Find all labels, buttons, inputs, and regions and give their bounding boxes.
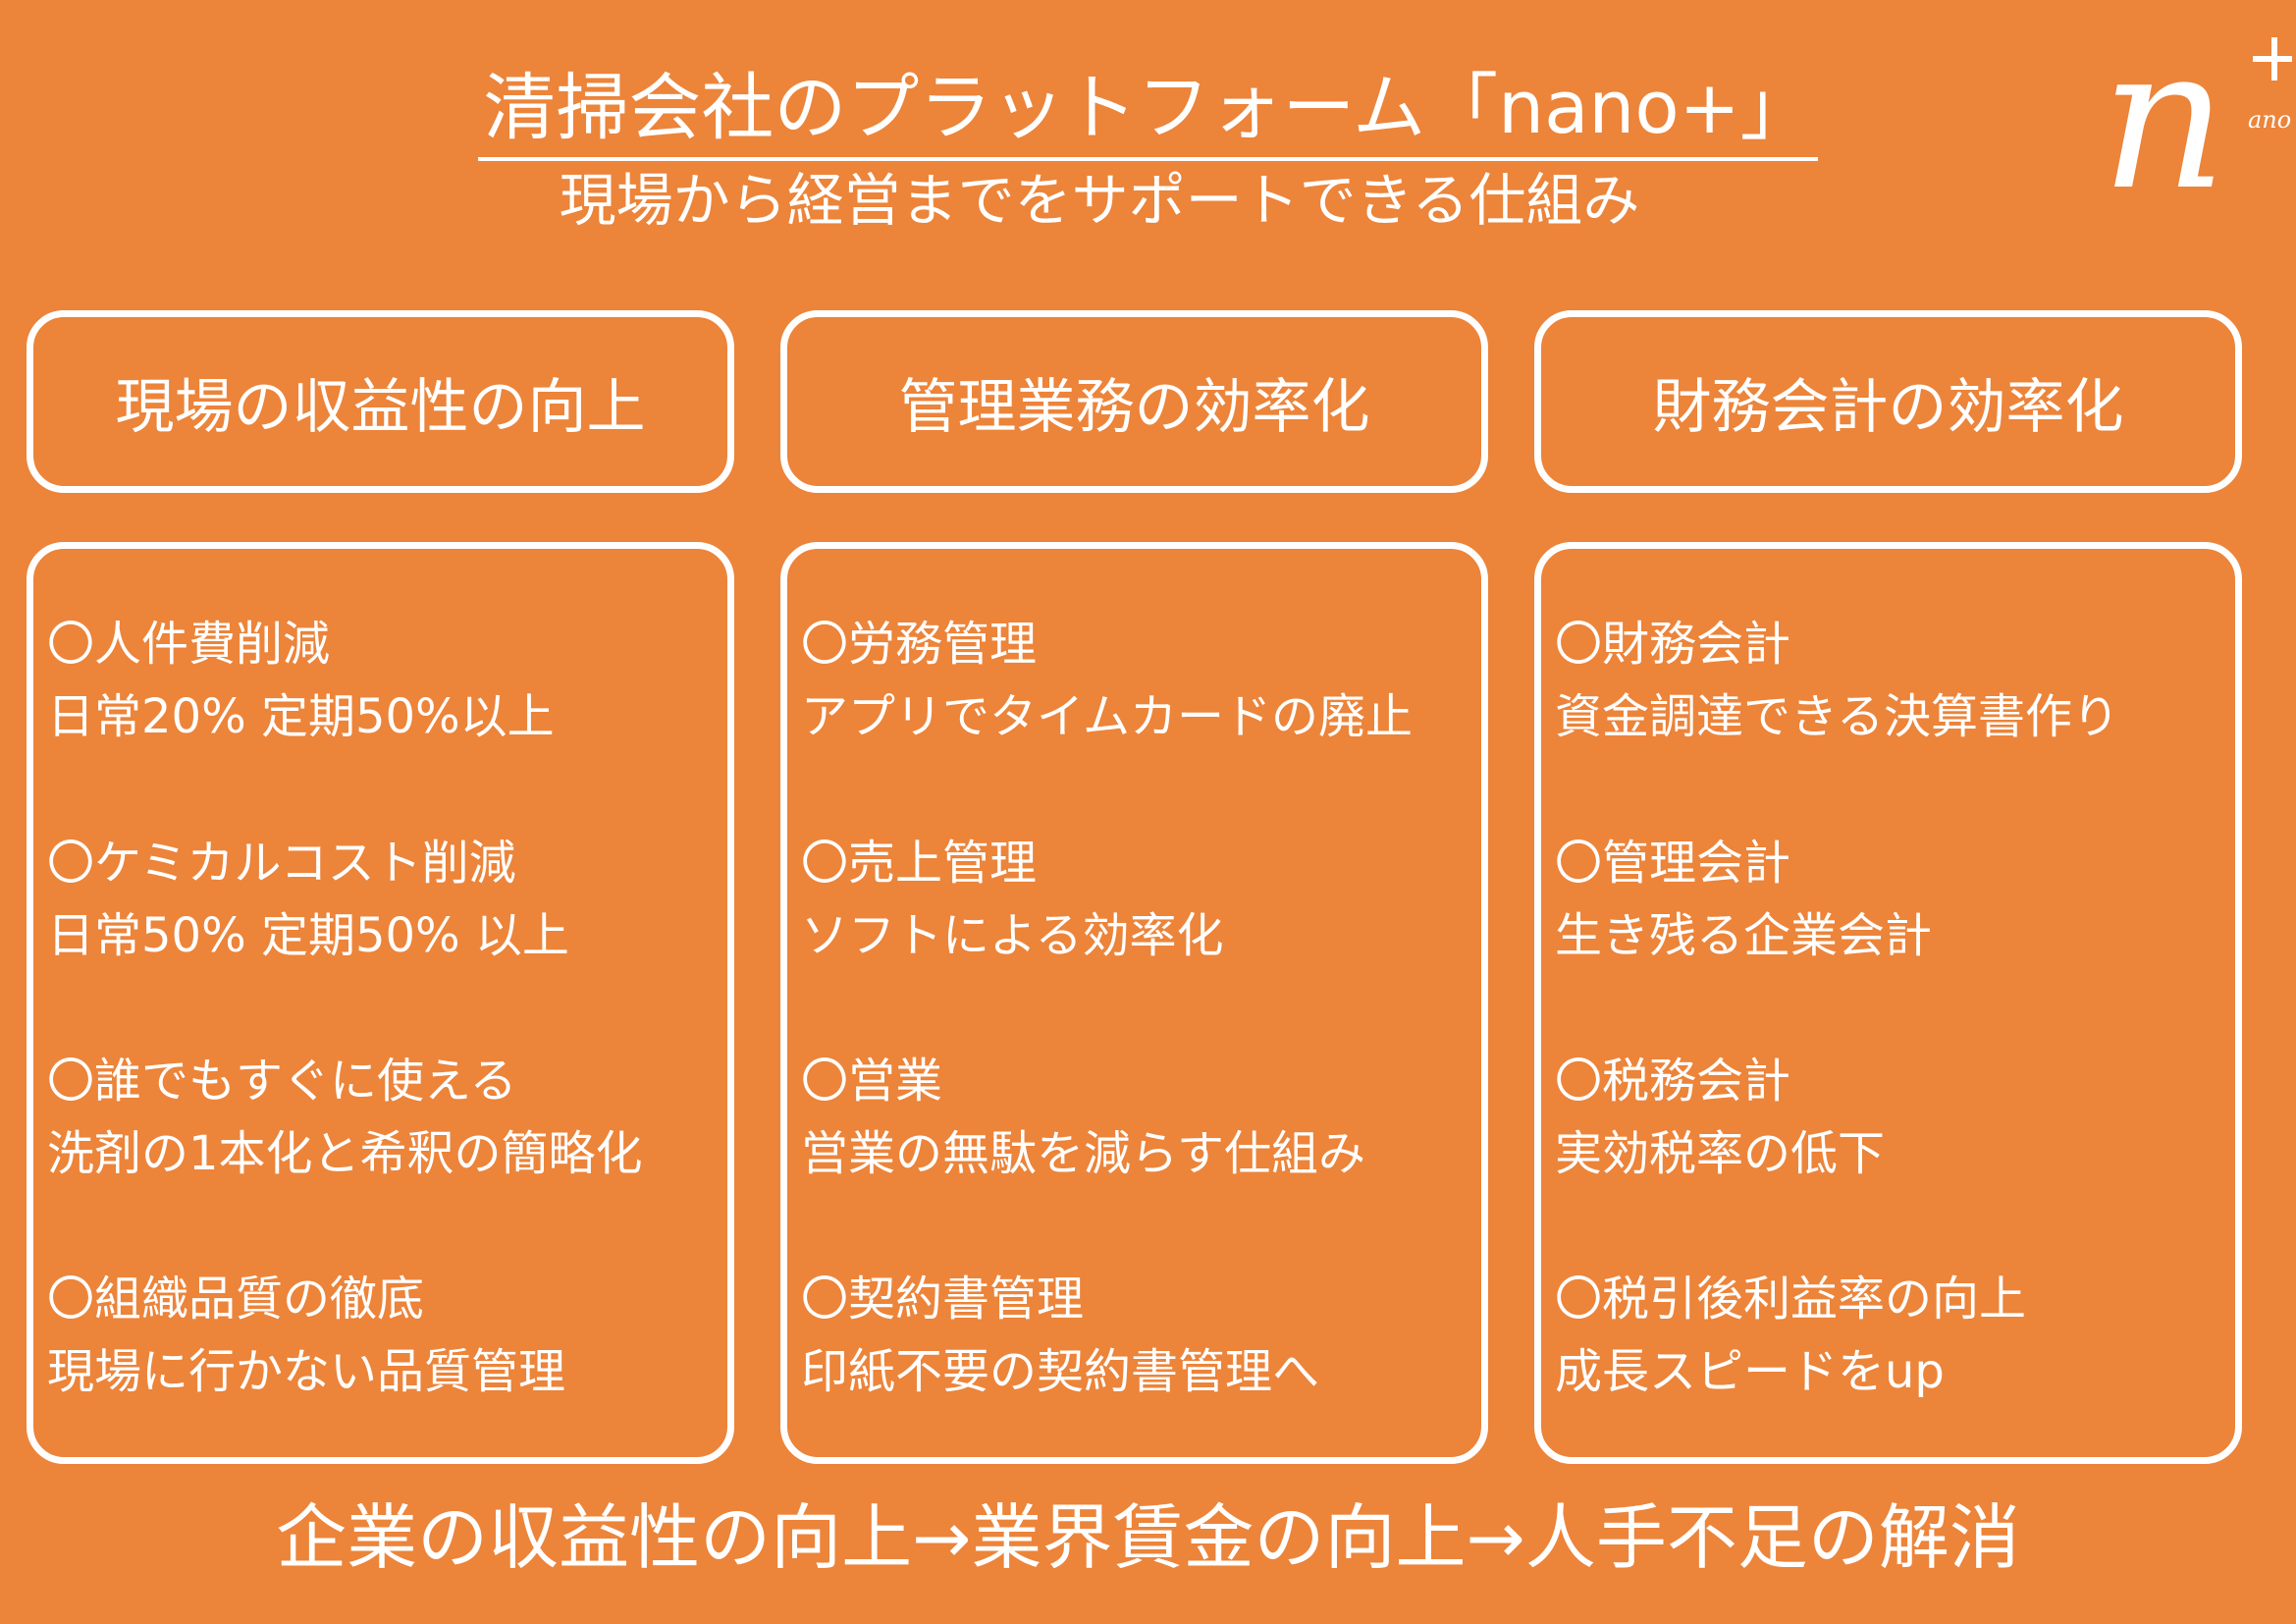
item-title: 〇ケミカルコスト削減 bbox=[47, 836, 516, 891]
nano-plus-logo: n ano bbox=[2081, 5, 2296, 234]
item-desc: 日常50% 定期50% 以上 bbox=[47, 908, 569, 963]
title-underline bbox=[478, 157, 1818, 161]
column-header-field-profitability: 現場の収益性の向上 bbox=[27, 310, 734, 493]
svg-text:n: n bbox=[2101, 20, 2227, 206]
item-desc: 洗剤の1本化と希釈の簡略化 bbox=[47, 1126, 643, 1181]
item-title: 〇売上管理 bbox=[801, 836, 1038, 891]
item-title: 〇管理会計 bbox=[1555, 836, 1791, 891]
page-title: 清掃会社のプラットフォーム「nano+」 bbox=[483, 66, 1813, 150]
item-desc: 現場に行かない品質管理 bbox=[47, 1344, 566, 1399]
item-title: 〇労務管理 bbox=[801, 617, 1038, 672]
item-desc: アプリでタイムカードの廃止 bbox=[801, 689, 1414, 744]
item-title: 〇契約書管理 bbox=[801, 1272, 1085, 1326]
item-title: 〇財務会計 bbox=[1555, 617, 1791, 672]
page-subtitle: 現場から経営までをサポートできる仕組み bbox=[559, 167, 1640, 234]
footer-slogan: 企業の収益性の向上→業界賃金の向上→人手不足の解消 bbox=[276, 1496, 2020, 1579]
column-header-finance-efficiency: 財務会計の効率化 bbox=[1534, 310, 2242, 493]
column-header-admin-efficiency: 管理業務の効率化 bbox=[780, 310, 1488, 493]
item-desc: 生き残る企業会計 bbox=[1555, 908, 1933, 963]
column-content-1: 〇人件費削減 日常20% 定期50%以上 〇ケミカルコスト削減 日常50% 定期… bbox=[27, 542, 734, 1464]
item-title: 〇営業 bbox=[801, 1054, 943, 1109]
item-desc: 日常20% 定期50%以上 bbox=[47, 689, 555, 744]
item-title: 〇税務会計 bbox=[1555, 1054, 1791, 1109]
svg-text:ano: ano bbox=[2248, 106, 2291, 134]
item-desc: 営業の無駄を減らす仕組み bbox=[801, 1126, 1366, 1181]
column-content-3: 〇財務会計 資金調達できる決算書作り 〇管理会計 生き残る企業会計 〇税務会計 … bbox=[1534, 542, 2242, 1464]
item-title: 〇組織品質の徹底 bbox=[47, 1272, 425, 1326]
item-desc: 資金調達できる決算書作り bbox=[1555, 689, 2120, 744]
item-desc: 実効税率の低下 bbox=[1555, 1126, 1886, 1181]
column-content-2: 〇労務管理 アプリでタイムカードの廃止 〇売上管理 ソフトによる効率化 〇営業 … bbox=[780, 542, 1488, 1464]
item-title: 〇人件費削減 bbox=[47, 617, 331, 672]
item-title: 〇税引後利益率の向上 bbox=[1555, 1272, 2027, 1326]
item-desc: 成長スピードをup bbox=[1555, 1344, 1945, 1399]
item-desc: 印紙不要の契約書管理へ bbox=[801, 1344, 1320, 1399]
item-title: 〇誰でもすぐに使える bbox=[47, 1054, 517, 1109]
item-desc: ソフトによる効率化 bbox=[801, 908, 1224, 963]
